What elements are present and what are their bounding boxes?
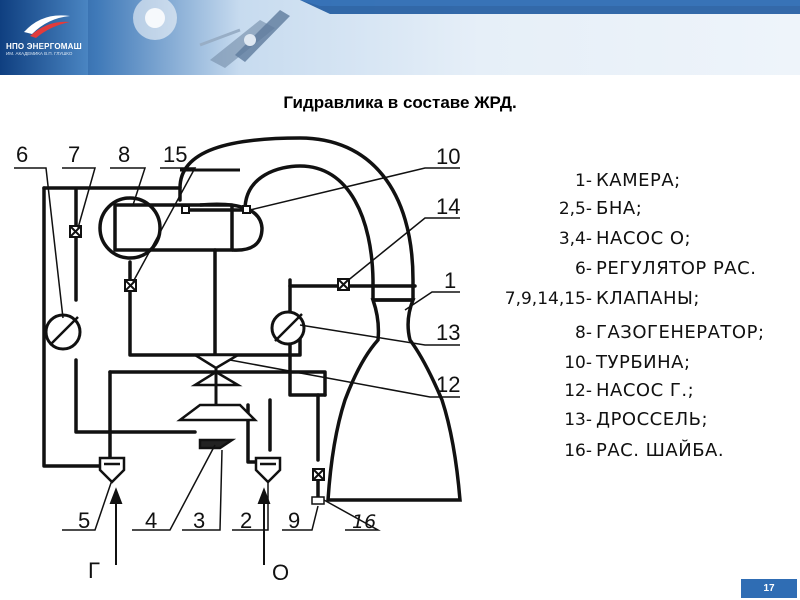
label-10: 10	[436, 144, 460, 169]
valves	[69, 205, 350, 481]
pipe-top-left	[42, 186, 182, 202]
pipe-pump-top	[108, 370, 327, 397]
legend-num-5: 7,9,14,15-	[505, 289, 592, 309]
boost-pumps	[98, 456, 282, 484]
label-3: 3	[193, 508, 205, 533]
leader-8	[110, 167, 147, 206]
legend-text-10: РАС. ШАЙБА.	[596, 439, 724, 461]
leader-1	[404, 291, 460, 311]
label-7: 7	[68, 142, 80, 167]
label-1: 1	[444, 268, 456, 293]
label-2: 2	[240, 508, 252, 533]
label-16: 16	[352, 511, 376, 533]
legend-text-3: НАСОС О;	[596, 228, 691, 249]
legend: 1- КАМЕРА; 2,5- БНА; 3,4- НАСОС О; 6- РЕ…	[505, 170, 765, 461]
leader-7	[62, 167, 96, 229]
turbine-exhaust-duct-inner	[243, 164, 375, 300]
legend-num-7: 10-	[564, 353, 592, 373]
label-14: 14	[436, 194, 460, 219]
slide-title: Гидравлика в составе ЖРД.	[283, 93, 517, 112]
legend-text-2: БНА;	[596, 198, 642, 219]
leader-13	[299, 324, 460, 346]
turbine-valve-b	[242, 205, 251, 214]
legend-text-1: КАМЕРА;	[596, 170, 681, 191]
pipe-oxidizer-line	[246, 403, 268, 464]
washer-16	[311, 496, 325, 505]
legend-text-6: ГАЗОГЕНЕРАТОР;	[596, 322, 765, 343]
legend-text-5: КЛАПАНЫ;	[596, 288, 700, 309]
turbine-valve-a	[181, 205, 190, 214]
leader-6	[14, 167, 64, 319]
throttle-13	[270, 310, 306, 346]
legend-text-7: ТУРБИНА;	[595, 352, 691, 373]
leader-2	[232, 482, 269, 531]
legend-num-9: 13-	[564, 410, 592, 430]
leader-14	[345, 217, 460, 283]
boost-pump-2	[254, 456, 282, 484]
pipe-regulator-out	[74, 358, 197, 434]
legend-num-3: 3,4-	[559, 229, 592, 249]
component-labels: 6 7 8 15 10 14 1 13 12 5 4 3 2 9 16 Г О	[16, 142, 460, 585]
pump-3-4	[176, 403, 259, 422]
legend-num-1: 1-	[575, 171, 592, 191]
legend-num-8: 12-	[564, 381, 592, 401]
boost-pump-5	[98, 456, 126, 484]
valve-7	[69, 225, 82, 238]
oxidizer-inlet-arrowhead	[257, 487, 271, 504]
label-5: 5	[78, 508, 90, 533]
regulator-6	[44, 313, 82, 351]
label-8: 8	[118, 142, 130, 167]
header-background	[0, 0, 800, 75]
page-number: 17	[741, 579, 797, 598]
rocket-image	[199, 10, 290, 68]
inlet-arrows	[109, 487, 271, 565]
turbine-housing-10	[199, 202, 264, 252]
legend-num-6: 8-	[575, 323, 592, 343]
leader-10	[249, 167, 460, 211]
legend-num-2: 2,5-	[559, 199, 592, 219]
legend-num-4: 6-	[575, 259, 592, 279]
pump-12	[190, 353, 243, 370]
gas-generator-8	[98, 196, 162, 260]
pump-assembly	[176, 353, 259, 450]
combustion-chamber-1	[326, 298, 462, 502]
label-fuel-inlet: Г	[88, 558, 100, 583]
legend-text-9: ДРОССЕЛЬ;	[596, 409, 708, 430]
legend-text-8: НАСОС Г.;	[596, 380, 694, 401]
leader-4	[132, 444, 216, 531]
turbine-exhaust-duct-outer	[178, 136, 415, 300]
label-oxidizer-inlet: О	[272, 560, 289, 585]
label-15: 15	[163, 142, 187, 167]
fuel-inlet-arrowhead	[109, 487, 123, 504]
label-13: 13	[436, 320, 460, 345]
company-logo-icon	[24, 15, 70, 38]
leader-3	[182, 449, 223, 531]
leader-16	[323, 499, 381, 531]
label-4: 4	[145, 508, 157, 533]
leader-12	[229, 359, 460, 398]
legend-text-4: РЕГУЛЯТОР РАС.	[596, 258, 756, 279]
label-6: 6	[16, 142, 28, 167]
leader-5	[62, 479, 113, 531]
leader-15	[132, 167, 197, 283]
valve-15	[124, 279, 137, 292]
leader-lines	[14, 167, 460, 531]
label-12: 12	[436, 372, 460, 397]
slide-header: НПО ЭНЕРГОМАШ ИМ. АКАДЕМИКА В.П. ГЛУШКО	[0, 0, 800, 75]
label-9: 9	[288, 508, 300, 533]
company-subtitle: ИМ. АКАДЕМИКА В.П. ГЛУШКО	[6, 51, 73, 56]
legend-num-10: 16-	[564, 441, 592, 461]
company-name: НПО ЭНЕРГОМАШ	[6, 42, 82, 51]
leader-9	[282, 505, 319, 531]
pump-3-blade	[198, 438, 237, 450]
valve-9	[312, 468, 325, 481]
